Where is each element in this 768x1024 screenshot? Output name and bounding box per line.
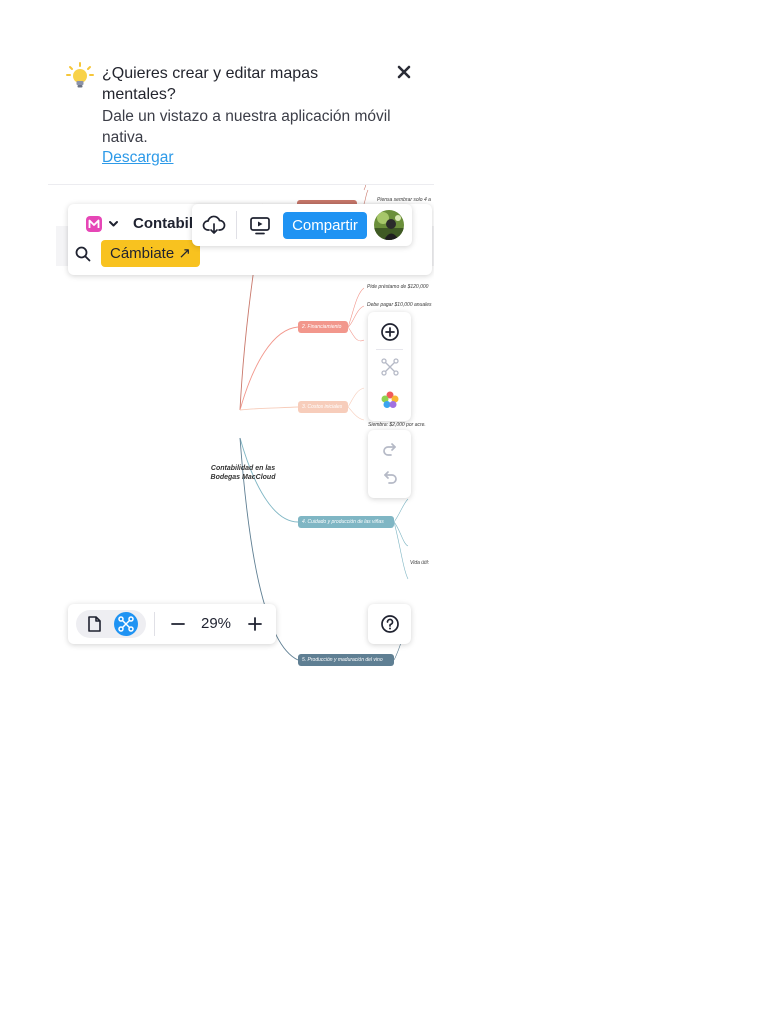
- color-palette-icon[interactable]: [379, 389, 401, 411]
- banner-subtitle: Dale un vistazo a nuestra aplicación móv…: [102, 108, 391, 146]
- zoom-divider: [154, 612, 155, 636]
- tool-separator: [376, 349, 403, 350]
- mindmap-view-icon[interactable]: [114, 612, 138, 636]
- chevron-down-icon: [109, 221, 118, 227]
- node-tools: [368, 312, 411, 421]
- mindmap-leaf[interactable]: Pide préstamo de $120,000: [367, 284, 429, 290]
- app-logo-icon[interactable]: [82, 213, 122, 235]
- redo-icon[interactable]: [379, 439, 401, 461]
- document-view-icon[interactable]: [84, 614, 104, 634]
- help-toolbar: [368, 604, 411, 644]
- search-icon[interactable]: [74, 245, 92, 263]
- banner-title: ¿Quieres crear y editar mapas mentales?: [102, 65, 319, 103]
- undo-icon[interactable]: [379, 467, 401, 489]
- connect-icon[interactable]: [379, 356, 401, 378]
- app-promo-banner: ¿Quieres crear y editar mapas mentales? …: [48, 50, 434, 185]
- mindmap-leaf[interactable]: Siembra: $2,000 por acre.: [368, 422, 426, 428]
- zoom-out-icon[interactable]: [167, 613, 189, 635]
- cloud-download-icon[interactable]: [202, 214, 226, 236]
- zoom-level: 29%: [200, 615, 232, 632]
- app-window: ¿Quieres crear y editar mapas mentales? …: [48, 50, 434, 668]
- actions-toolbar: Compartir: [192, 204, 412, 246]
- history-tools: [368, 430, 411, 498]
- close-icon[interactable]: [394, 62, 414, 82]
- user-avatar[interactable]: [374, 210, 404, 240]
- zoom-toolbar: 29%: [68, 604, 276, 644]
- lightbulb-icon: [66, 62, 94, 88]
- mindmap-branch-financing[interactable]: 2. Financiamiento: [298, 321, 348, 333]
- mindmap-branch-costs[interactable]: 3. Costos iniciales: [298, 401, 348, 413]
- mindmap-leaf[interactable]: Debe pagar $10,000 anuales: [367, 302, 432, 308]
- view-mode-toggle: [76, 610, 146, 638]
- toolbar-divider: [236, 211, 237, 239]
- mindmap-root-node[interactable]: Contabilidad en las Bodegas MacCloud: [210, 465, 276, 481]
- document-title[interactable]: Contabil: [133, 215, 193, 232]
- mindmap-branch-vineyard[interactable]: 4. Cuidado y producción de las viñas: [298, 516, 394, 528]
- download-link[interactable]: Descargar: [102, 149, 174, 166]
- add-node-icon[interactable]: [379, 321, 401, 343]
- mindmap-leaf[interactable]: Piensa sembrar solo 4 a: [377, 197, 431, 203]
- present-icon[interactable]: [248, 214, 272, 236]
- mindmap-leaf[interactable]: Vida útil:: [410, 560, 430, 566]
- mindmap-branch-wine[interactable]: 5. Producción y maduración del vino: [298, 654, 394, 666]
- switch-plan-button[interactable]: Cámbiate ↗: [101, 240, 200, 267]
- share-button[interactable]: Compartir: [283, 212, 367, 239]
- zoom-in-icon[interactable]: [244, 613, 266, 635]
- help-icon[interactable]: [380, 614, 400, 634]
